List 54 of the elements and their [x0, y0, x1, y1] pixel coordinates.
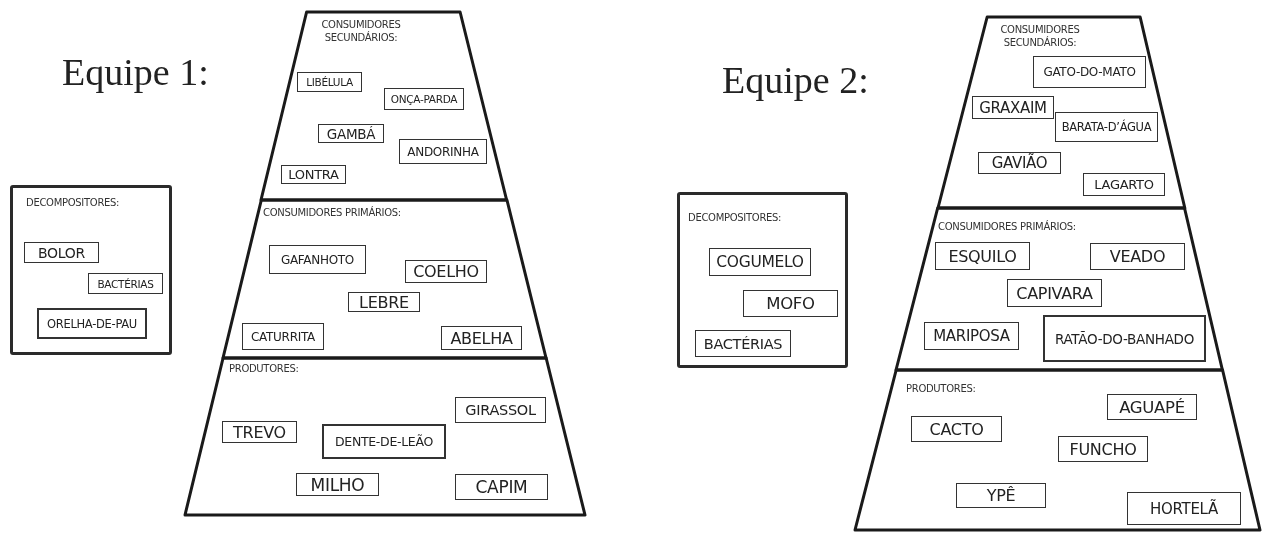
word-card: RATÃO-DO-BANHADO	[1043, 315, 1206, 362]
word-card: CACTO	[911, 416, 1002, 442]
pyramid-tier	[220, 198, 550, 360]
section-heading: PRODUTORES:	[229, 362, 300, 375]
word-card: MARIPOSA	[924, 322, 1019, 350]
pyramid-tier	[182, 356, 588, 517]
word-card: HORTELÃ	[1127, 492, 1241, 525]
word-card: CAPIVARA	[1007, 279, 1102, 307]
group-panel	[677, 192, 848, 368]
pyramid-tier	[852, 368, 1263, 532]
word-card: CAPIM	[455, 474, 548, 500]
section-heading: PRODUTORES:	[906, 382, 977, 395]
word-card: MILHO	[296, 473, 379, 496]
section-heading: DECOMPOSITORES:	[688, 211, 783, 224]
pyramid-tier	[258, 10, 510, 202]
team-title: Equipe 2:	[722, 58, 869, 102]
word-card: BOLOR	[24, 242, 99, 263]
section-heading: CONSUMIDORES PRIMÁRIOS:	[938, 220, 1077, 233]
word-card: ESQUILO	[935, 242, 1030, 270]
word-card: ABELHA	[441, 326, 522, 350]
section-heading: CONSUMIDORES SECUNDÁRIOS:	[320, 18, 402, 44]
team-title: Equipe 1:	[62, 50, 209, 94]
word-card: GAFANHOTO	[269, 245, 366, 274]
word-card: FUNCHO	[1058, 436, 1148, 462]
word-card: VEADO	[1090, 243, 1185, 270]
word-card: BACTÉRIAS	[88, 273, 163, 294]
word-card: ORELHA-DE-PAU	[37, 308, 147, 339]
word-card: LAGARTO	[1083, 173, 1165, 196]
word-card: LONTRA	[281, 165, 346, 184]
word-card: DENTE-DE-LEÃO	[322, 424, 446, 459]
word-card: TREVO	[222, 421, 297, 443]
word-card: COELHO	[405, 260, 487, 283]
word-card: BARATA-D’ÁGUA	[1055, 112, 1158, 142]
word-card: GATO-DO-MATO	[1033, 56, 1146, 88]
group-panel	[10, 185, 172, 355]
word-card: CATURRITA	[242, 323, 324, 350]
word-card: LIBÉLULA	[297, 72, 362, 92]
word-card: ANDORINHA	[399, 139, 487, 164]
word-card: MOFO	[743, 290, 838, 317]
word-card: GIRASSOL	[455, 397, 546, 423]
word-card: AGUAPÉ	[1107, 394, 1197, 420]
word-card: LEBRE	[348, 292, 420, 312]
word-card: GAMBÁ	[318, 124, 384, 143]
section-heading: CONSUMIDORES PRIMÁRIOS:	[263, 206, 402, 219]
word-card: GRAXAIM	[972, 96, 1054, 119]
word-card: ONÇA-PARDA	[384, 88, 464, 110]
pyramid-tier	[934, 15, 1188, 210]
word-card: COGUMELO	[709, 248, 811, 276]
section-heading: DECOMPOSITORES:	[26, 196, 121, 209]
word-card: YPÊ	[956, 483, 1046, 508]
section-heading: CONSUMIDORES SECUNDÁRIOS:	[999, 23, 1081, 49]
word-card: GAVIÃO	[978, 152, 1061, 174]
word-card: BACTÉRIAS	[695, 330, 791, 357]
pyramid-tier	[893, 206, 1226, 372]
